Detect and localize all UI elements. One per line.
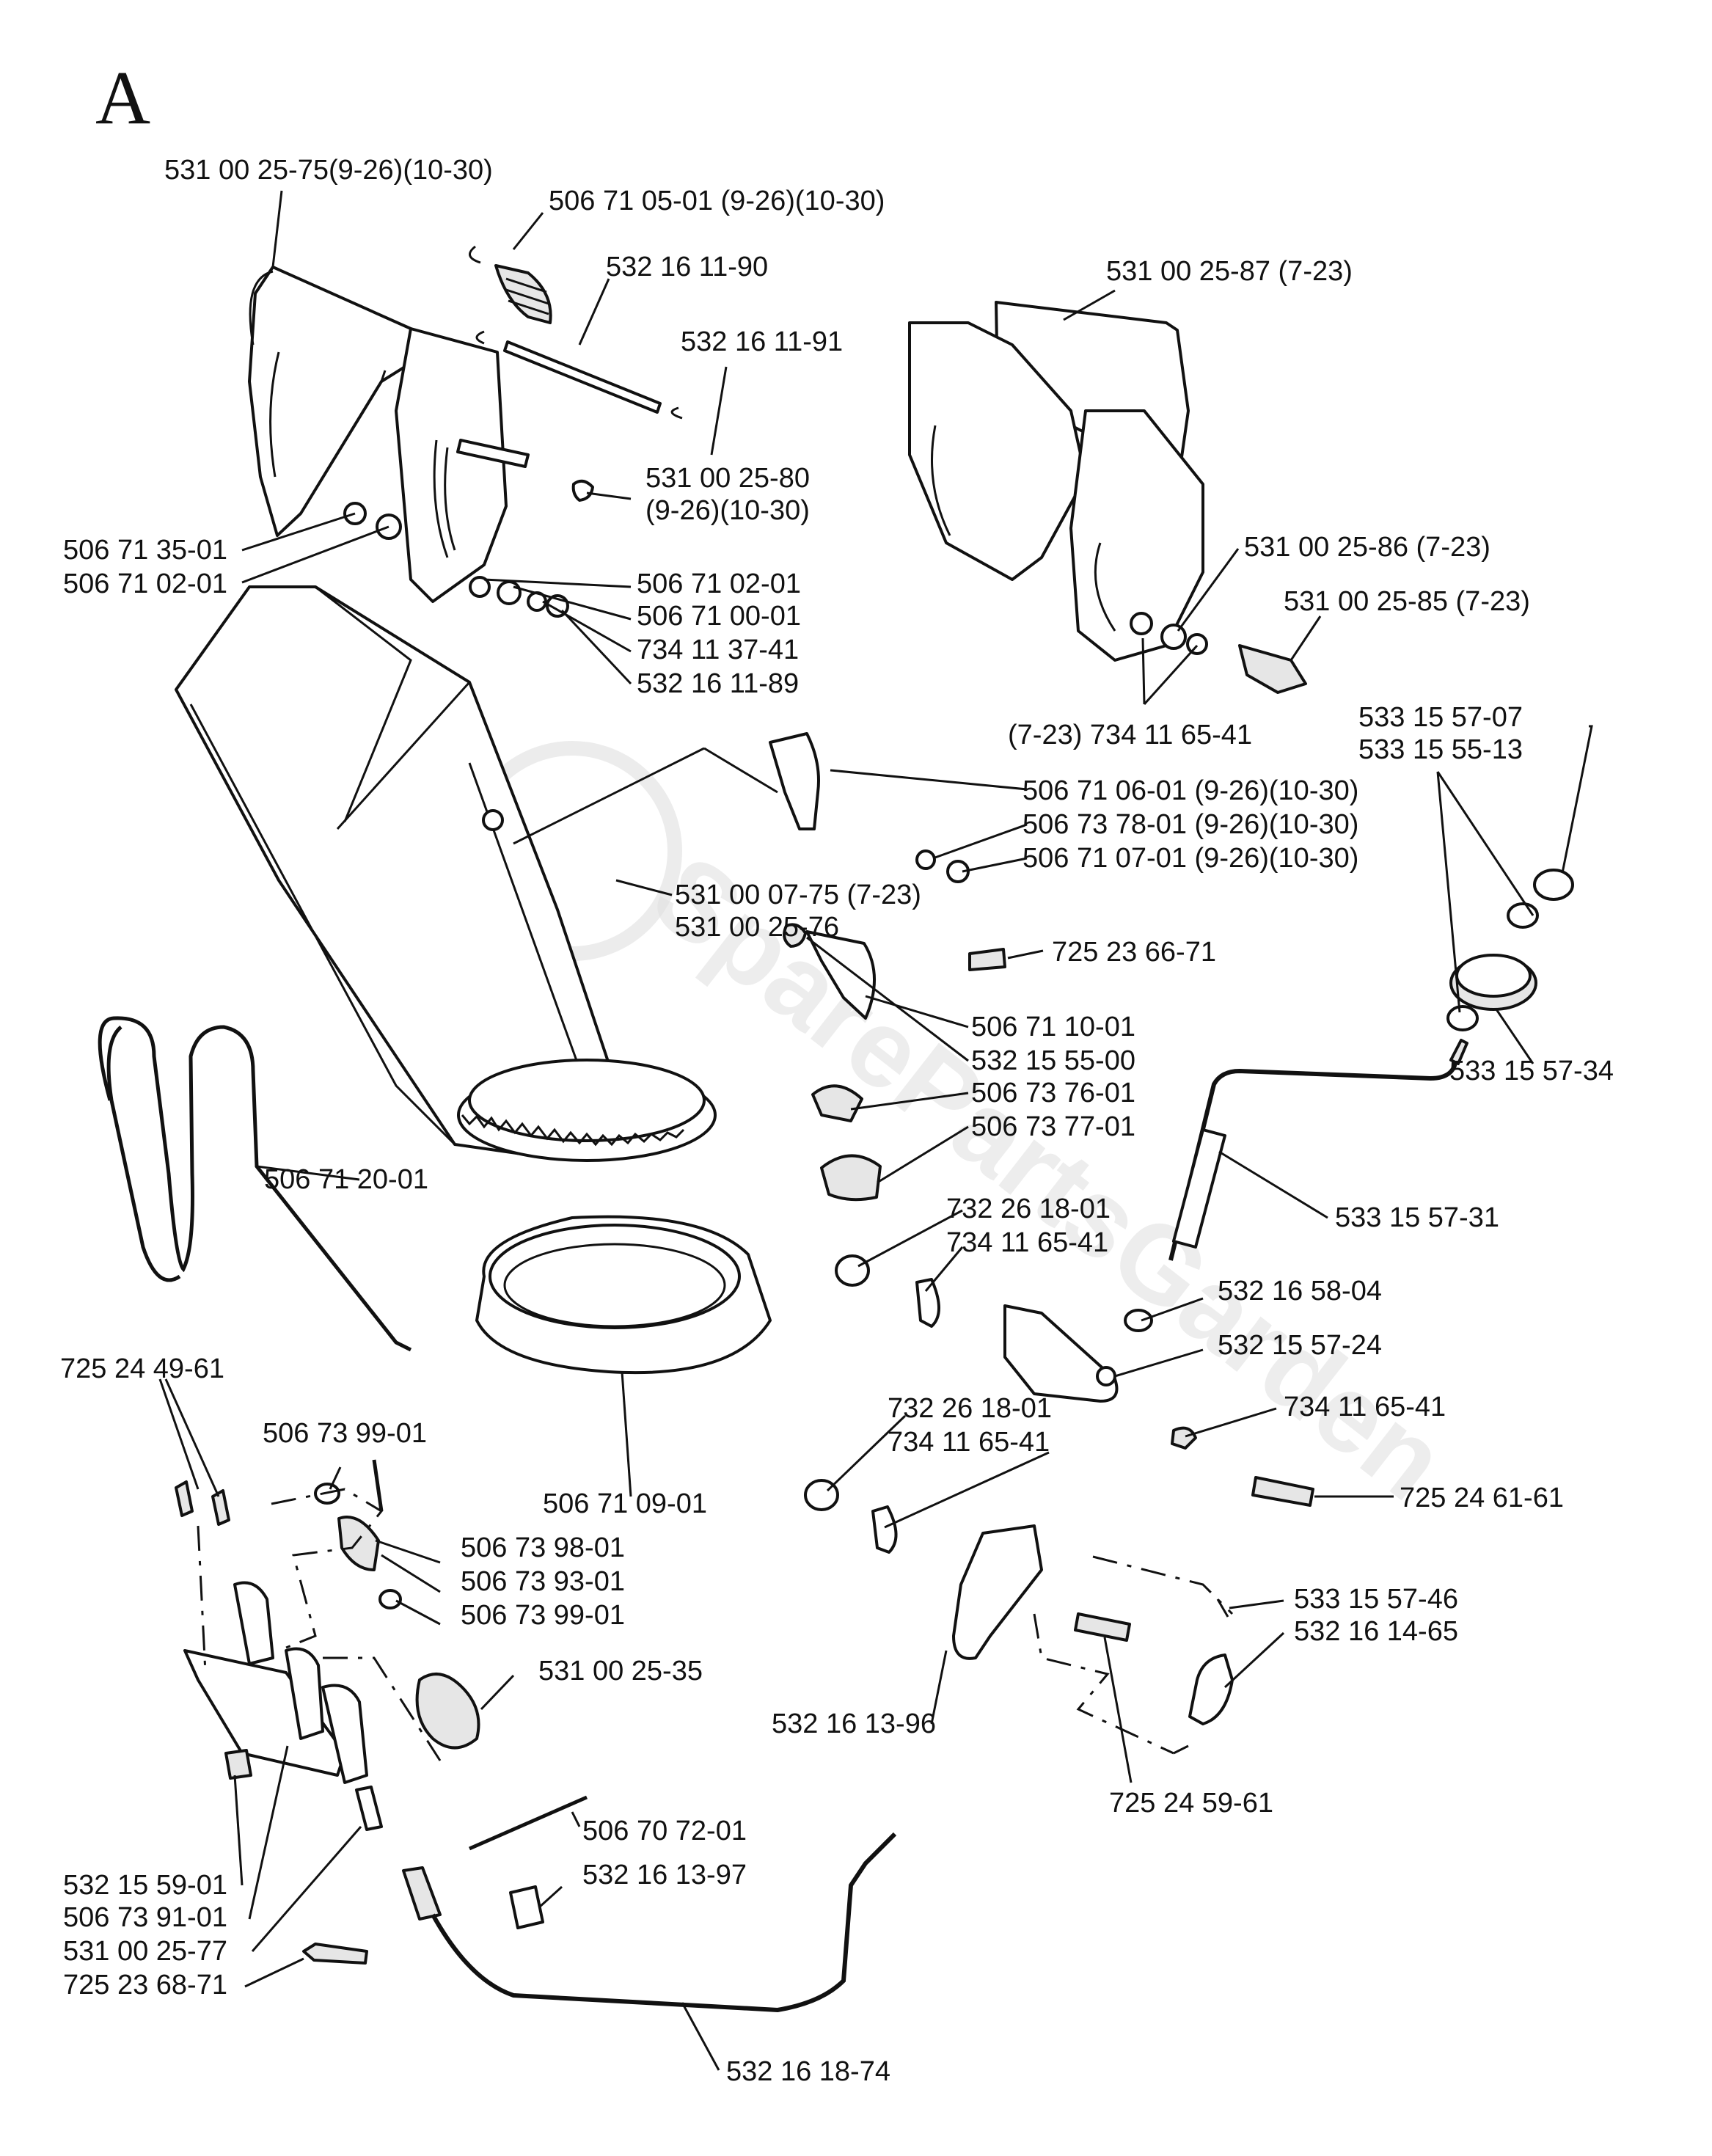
chute-drawing bbox=[175, 585, 772, 1375]
part-label: 732 26 18-01 bbox=[888, 1393, 1052, 1424]
part-label: 531 00 25-87 (7-23) bbox=[1106, 256, 1353, 287]
part-label: 532 15 55-00 bbox=[971, 1045, 1135, 1076]
part-label: 725 23 66-71 bbox=[1052, 937, 1216, 968]
chute-bracket-drawing bbox=[769, 732, 1006, 1202]
part-label: 531 00 25-77 bbox=[63, 1936, 227, 1967]
part-label: 506 73 77-01 bbox=[971, 1111, 1135, 1142]
part-label: 725 24 49-61 bbox=[60, 1353, 224, 1384]
part-label: 533 15 55-13 bbox=[1358, 734, 1523, 765]
part-label: 533 15 57-34 bbox=[1449, 1056, 1614, 1086]
part-label: 506 71 02-01 bbox=[63, 569, 227, 599]
part-label: 734 11 37-41 bbox=[637, 635, 799, 665]
part-label: 506 71 05-01 (9-26)(10-30) bbox=[549, 186, 885, 216]
deflector-right-drawing bbox=[908, 301, 1307, 694]
part-label: 532 15 59-01 bbox=[63, 1870, 227, 1901]
part-label: 531 00 25-76 bbox=[675, 912, 839, 943]
part-label: 531 00 25-35 bbox=[538, 1656, 703, 1687]
part-label: 532 16 13-97 bbox=[582, 1860, 747, 1890]
part-label: 532 16 11-89 bbox=[637, 668, 799, 699]
part-label: 725 23 68-71 bbox=[63, 1970, 227, 2000]
part-label: 531 00 07-75 (7-23) bbox=[675, 880, 921, 910]
part-label: 506 73 78-01 (9-26)(10-30) bbox=[1023, 809, 1358, 840]
wire-bail-drawing bbox=[98, 1016, 412, 1352]
part-label: 532 16 58-04 bbox=[1218, 1276, 1382, 1307]
leader-lines bbox=[158, 190, 1593, 2071]
part-label: 506 70 72-01 bbox=[582, 1816, 747, 1846]
part-label: 506 73 91-01 bbox=[63, 1902, 227, 1933]
part-label: 734 11 65-41 bbox=[946, 1227, 1108, 1258]
part-label: 531 00 25-86 (7-23) bbox=[1244, 532, 1490, 563]
part-label: 531 00 25-80 bbox=[645, 463, 810, 494]
part-label: 532 16 18-74 bbox=[726, 2056, 890, 2087]
part-label: 734 11 65-41 bbox=[888, 1427, 1050, 1458]
lever-bracket-drawing bbox=[804, 1254, 1314, 1725]
part-label: 506 73 99-01 bbox=[461, 1600, 625, 1631]
part-labels: 531 00 25-75(9-26)(10-30) 506 71 05-01 (… bbox=[60, 155, 1614, 2087]
part-label: 506 71 09-01 bbox=[543, 1488, 707, 1519]
section-letter: A bbox=[95, 56, 150, 140]
part-label: 506 73 76-01 bbox=[971, 1078, 1135, 1108]
part-label: 506 73 99-01 bbox=[263, 1418, 427, 1449]
part-label: 506 73 98-01 bbox=[461, 1532, 625, 1563]
part-label: (9-26)(10-30) bbox=[645, 495, 810, 526]
part-label: 532 16 11-91 bbox=[681, 326, 843, 357]
part-label: 506 73 93-01 bbox=[461, 1566, 625, 1597]
part-label: 533 15 57-07 bbox=[1358, 702, 1523, 733]
part-label: 532 15 57-24 bbox=[1218, 1330, 1382, 1361]
part-label: 506 71 10-01 bbox=[971, 1012, 1135, 1042]
part-label: 506 71 20-01 bbox=[264, 1164, 428, 1195]
part-label: 506 71 00-01 bbox=[637, 601, 801, 632]
part-label: 531 00 25-85 (7-23) bbox=[1284, 586, 1530, 617]
part-label: 725 24 59-61 bbox=[1109, 1788, 1273, 1819]
part-label: 506 71 06-01 (9-26)(10-30) bbox=[1023, 775, 1358, 806]
part-label: 532 16 11-90 bbox=[606, 252, 768, 282]
assembly-lines bbox=[197, 747, 1234, 1761]
part-label: 533 15 57-31 bbox=[1335, 1202, 1499, 1233]
deflector-left-drawing bbox=[248, 266, 508, 603]
lower-left-bracket-drawing bbox=[175, 1459, 897, 2013]
part-label: 533 15 57-46 bbox=[1294, 1584, 1458, 1615]
part-label: (7-23) 734 11 65-41 bbox=[1008, 720, 1252, 750]
part-label: 506 71 02-01 bbox=[637, 569, 801, 599]
part-label: 506 71 35-01 bbox=[63, 535, 227, 566]
pin-spring-drawing bbox=[456, 245, 683, 502]
part-label: 506 71 07-01 (9-26)(10-30) bbox=[1023, 843, 1358, 874]
part-label: 734 11 65-41 bbox=[1284, 1392, 1446, 1422]
part-label: 732 26 18-01 bbox=[946, 1194, 1111, 1224]
part-label: 532 16 14-65 bbox=[1294, 1616, 1458, 1647]
part-label: 532 16 13-96 bbox=[772, 1709, 936, 1739]
parts-drawing bbox=[98, 245, 1574, 2013]
part-label: 531 00 25-75(9-26)(10-30) bbox=[164, 155, 493, 186]
part-label: 725 24 61-61 bbox=[1400, 1483, 1564, 1513]
